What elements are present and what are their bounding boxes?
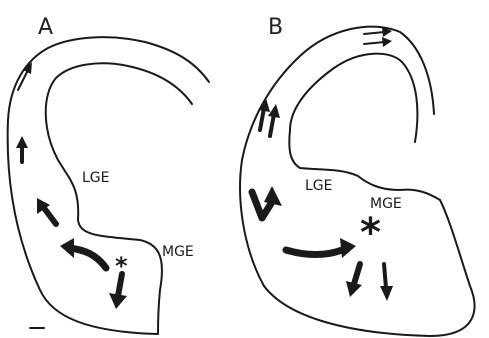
panel-b-curved-arrow xyxy=(286,238,356,258)
panel-a-curved-arrow xyxy=(60,238,106,268)
panel-a: A * LGE MGE xyxy=(8,15,209,334)
panel-a-lge-label: LGE xyxy=(82,170,110,186)
panel-a-arrow-3 xyxy=(37,198,56,224)
panel-a-arrow-2 xyxy=(16,136,28,162)
panel-b-label: B xyxy=(268,15,283,40)
panel-b-arrow-top-2 xyxy=(364,37,392,47)
panel-b-lge-label: LGE xyxy=(305,178,333,194)
panel-a-label: A xyxy=(38,15,53,40)
panel-b-arrow-down-2 xyxy=(380,264,393,301)
panel-a-marker: * xyxy=(115,252,128,280)
panel-b-arrow-up-2 xyxy=(268,104,280,136)
panel-b-arrow-up-1 xyxy=(258,98,270,130)
panel-b: B xyxy=(240,15,474,336)
panel-b-mge-label: MGE xyxy=(370,196,402,212)
panel-b-arrow-down-1 xyxy=(346,264,362,297)
panel-b-v-arrow xyxy=(252,186,282,218)
panel-b-marker: * xyxy=(360,210,381,256)
panel-a-mge-label: MGE xyxy=(162,244,194,260)
